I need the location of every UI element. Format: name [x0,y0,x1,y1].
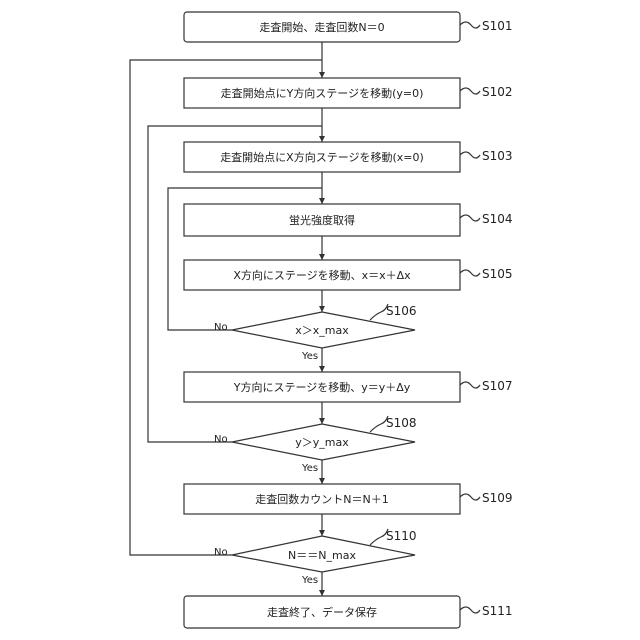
step-number-s104: S104 [482,212,513,226]
step-number-s108: S108 [386,416,417,430]
leader-s109 [460,494,480,500]
leader-s103 [460,152,480,158]
step-number-s102: S102 [482,85,513,99]
step-s103: 走査開始点にX方向ステージを移動(x=0) [184,142,460,172]
no-label-s110: No [214,547,228,558]
step-text-s102: 走査開始点にY方向ステージを移動(y=0) [221,86,424,100]
step-s107: Y方向にステージを移動、y＝y＋Δy [184,372,460,402]
yes-label-s108: Yes [301,463,318,474]
no-label-s108: No [214,434,228,445]
step-s102: 走査開始点にY方向ステージを移動(y=0) [184,78,460,108]
yes-label-s106: Yes [301,351,318,362]
step-number-s107: S107 [482,379,513,393]
step-number-s105: S105 [482,267,513,281]
leader-s105 [460,270,480,276]
leader-s102 [460,88,480,94]
step-s104: 蛍光強度取得 [184,204,460,236]
step-text-s104: 蛍光強度取得 [289,213,355,227]
step-s109: 走査回数カウントN＝N＋1 [184,484,460,514]
step-number-s109: S109 [482,491,513,505]
leader-s101 [460,22,480,28]
step-text-s103: 走査開始点にX方向ステージを移動(x=0) [220,150,424,164]
step-text-s105: X方向にステージを移動、x＝x＋Δx [233,268,411,282]
step-s111: 走査終了、データ保存 [184,596,460,628]
step-number-s103: S103 [482,149,513,163]
step-number-s110: S110 [386,529,417,543]
step-text-s108: y＞y_max [295,436,349,449]
step-text-s106: x＞x_max [295,324,349,337]
step-s101: 走査開始、走査回数N＝0 [184,12,460,42]
step-s105: X方向にステージを移動、x＝x＋Δx [184,260,460,290]
step-text-s110: N＝＝N_max [288,549,356,562]
step-text-s109: 走査回数カウントN＝N＋1 [255,492,388,506]
loop-connectors [130,60,322,555]
step-text-s101: 走査開始、走査回数N＝0 [259,20,384,34]
step-number-s111: S111 [482,604,513,618]
step-number-s106: S106 [386,304,417,318]
step-number-labels: S101 S102 S103 S104 S105 S106 S107 S108 … [386,19,513,618]
step-number-s101: S101 [482,19,513,33]
yes-label-s110: Yes [301,575,318,586]
leader-s104 [460,215,480,221]
no-label-s106: No [214,322,228,333]
step-text-s111: 走査終了、データ保存 [267,605,377,619]
leader-s107 [460,382,480,388]
step-text-s107: Y方向にステージを移動、y＝y＋Δy [233,380,411,394]
leader-s111 [460,607,480,613]
loop-s110-no [130,60,322,555]
